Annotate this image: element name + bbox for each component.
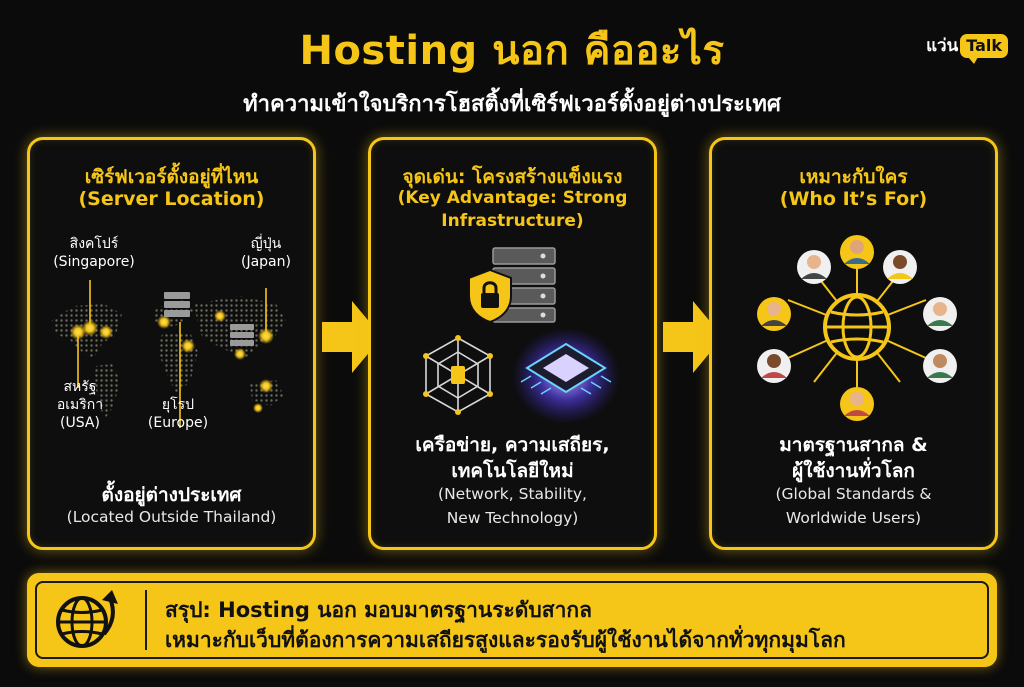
location-label-en: (Europe) [147,415,209,431]
brand-logo: แว่น Talk [926,32,1008,64]
location-label-th: ยุโรป [161,397,195,413]
location-japan: ญี่ปุ่น (Japan) [226,235,306,271]
summary-inner-border [35,581,989,659]
location-usa: สหรัฐ อเมริกา (USA) [40,378,120,432]
panel-who-its-for: เหมาะกับใคร (Who It’s For) มาตรฐานสากล &… [709,137,998,550]
location-label-th: สิงคโปร์ [69,236,119,252]
location-singapore: สิงคโปร์ (Singapore) [44,235,144,271]
location-label-en: (USA) [60,415,100,431]
panel-heading-en: (Who It’s For) [779,188,928,210]
location-label-th2: อเมริกา [56,397,104,413]
summary-box: สรุป: Hosting นอก มอบมาตรฐานระดับสากล เห… [27,573,997,667]
panel-footer-en-2: New Technology) [446,509,579,527]
summary-line-1: สรุป: Hosting นอก มอบมาตรฐานระดับสากล [165,598,592,622]
globe-arrow-icon [56,590,118,648]
panel-key-advantage: จุดเด่น: โครงสร้างแข็งแรง (Key Advantage… [368,137,657,550]
panel-footer-th-2: ผู้ใช้งานทั่วโลก [792,460,915,482]
panel-heading-th: เหมาะกับใคร [799,166,908,188]
panel-footer-th-2: เทคโนโลยีใหม่ [451,460,574,482]
page-subtitle: ทำความเข้าใจบริการโฮสติ้งที่เซิร์ฟเวอร์ต… [243,92,781,117]
panel-heading-en: (Server Location) [78,188,265,210]
network-web-icon [423,335,493,415]
panel-heading-en-2: Infrastructure) [441,211,584,231]
arrow-right-icon [663,301,723,373]
panel-footer-th-1: เครือข่าย, ความเสถียร, [415,434,610,456]
location-label-th: สหรัฐ [63,379,97,395]
summary-line-2: เหมาะกับเว็บที่ต้องการความเสถียรสูงและรอ… [165,628,846,652]
panel-footer-th-1: มาตรฐานสากล & [779,434,928,456]
panel-footer-en: (Located Outside Thailand) [66,508,277,526]
server-rack-icon [164,292,254,346]
location-europe: ยุโรป (Europe) [138,396,218,432]
location-label-en: (Singapore) [53,254,135,270]
panel-footer-th: ตั้งอยู่ต่างประเทศ [101,484,242,506]
world-map-icon [52,280,286,428]
location-label-th: ญี่ปุ่น [250,236,282,252]
person-avatar-icon [757,235,957,421]
panel-footer-en-1: (Global Standards & [775,485,932,503]
panel-heading-th: จุดเด่น: โครงสร้างแข็งแรง [402,166,623,188]
globe-network-icon [757,235,957,421]
panel-heading-th: เซิร์ฟเวอร์ตั้งอยู่ที่ไหน [84,166,259,188]
arrow-right-icon [322,301,382,373]
panel-footer-en-2: Worldwide Users) [785,509,922,527]
chip-icon [512,328,620,424]
panel-server-location: เซิร์ฟเวอร์ตั้งอยู่ที่ไหน (Server Locati… [27,137,316,550]
brand-bubble: Talk [960,33,1008,64]
panel-heading-en-1: (Key Advantage: Strong [397,188,628,208]
summary-divider [145,590,147,650]
shield-lock-icon [468,268,512,324]
panel-footer-en-1: (Network, Stability, [438,485,587,503]
location-label-en: (Japan) [241,254,291,270]
page-title: Hosting นอก คืออะไร [299,28,725,74]
brand-prefix: แว่น [926,36,959,56]
